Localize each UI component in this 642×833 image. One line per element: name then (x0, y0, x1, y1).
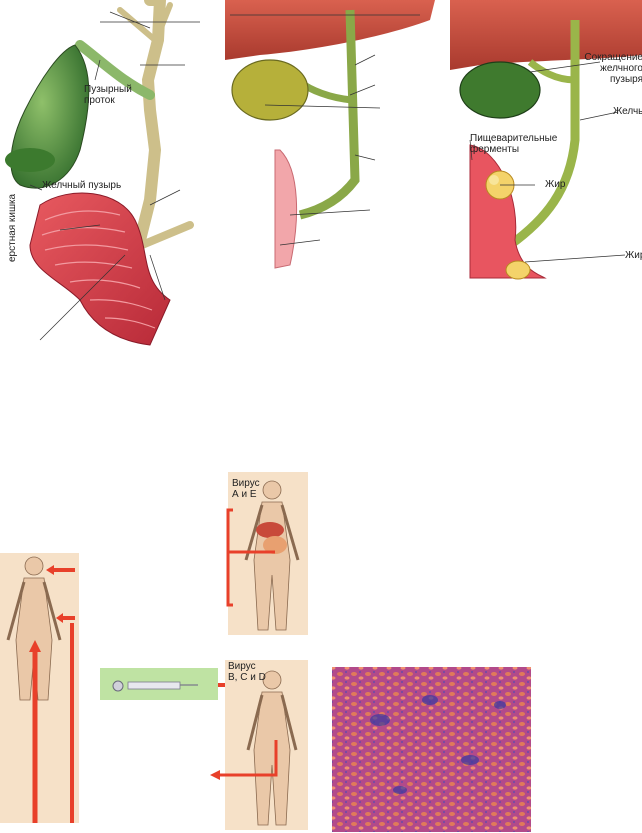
hepatitis-ae-figure (226, 472, 308, 635)
duodenum-folds (41, 210, 156, 329)
panel2-filling (225, 0, 435, 269)
panel1-anatomy (5, 0, 200, 346)
label-cystic-duct: Пузырный проток (84, 84, 132, 106)
label-virus-ae-line1: Вирус (232, 478, 260, 489)
ingestion-arrow (226, 508, 233, 607)
transmission-figure (0, 553, 79, 823)
label-virus-bcd-line2: B, C и D (228, 672, 266, 683)
hepatic-duct (124, 0, 167, 266)
syringe-panel (100, 668, 262, 722)
gallbladder-2 (231, 59, 309, 121)
liver-organ (256, 522, 284, 538)
label-virus-ae: Вирус А и Е (232, 478, 260, 500)
label-virus-bcd: Вирус B, C и D (228, 661, 266, 683)
hepatic-duct-branch-left (117, 7, 158, 43)
liver-3 (450, 0, 642, 70)
panel1-pointers (29, 11, 200, 341)
label-bile: Желчь (613, 106, 642, 117)
fat-droplet-1 (485, 170, 515, 200)
duodenum (29, 192, 171, 346)
label-fat-2: Жир (625, 250, 642, 261)
intestine-organ (263, 536, 287, 554)
cystic-duct-3 (527, 59, 576, 84)
intestine-2 (274, 149, 298, 269)
label-contraction-line2: желчного (600, 63, 642, 74)
gallbladder-opening (5, 148, 55, 172)
fat-droplet-2 (505, 260, 531, 280)
intestine-3 (469, 144, 547, 279)
hepatic-duct-branch-right (155, 2, 173, 38)
syringe-barrel (127, 681, 181, 690)
hepatitis-bcd-figure (210, 660, 308, 830)
bile-duct-2 (298, 9, 360, 220)
bile-duct-3 (507, 20, 580, 249)
panel2-pointers (230, 14, 420, 246)
label-virus-ae-line2: А и Е (232, 489, 257, 500)
label-fat-1: Жир (545, 179, 566, 190)
label-digestive-enzymes-line1: Пищеварительные (470, 133, 558, 144)
micrograph-dark-nuclei (370, 695, 506, 794)
cystic-duct (75, 40, 155, 100)
blood-arrow (218, 740, 278, 777)
label-digestive-enzymes-line2: ферменты (470, 144, 520, 155)
label-digestive-enzymes: Пищеварительные ферменты (470, 133, 557, 155)
label-contraction-line1: Сокращение (584, 52, 642, 63)
label-contraction: Сокращение желчного пузыря (583, 52, 642, 85)
gallbladder-3 (459, 61, 541, 119)
label-duodenum: ерстная кишка (7, 193, 18, 262)
panel3-pointers (469, 61, 626, 263)
liver-tissue-micrograph (332, 667, 531, 832)
liver-2 (225, 0, 435, 60)
panel3-contraction (450, 0, 642, 280)
label-contraction-line3: пузыря (609, 74, 642, 85)
label-gallbladder: Желчный пузырь (42, 180, 122, 191)
label-virus-bcd-line1: Вирус (228, 661, 256, 672)
